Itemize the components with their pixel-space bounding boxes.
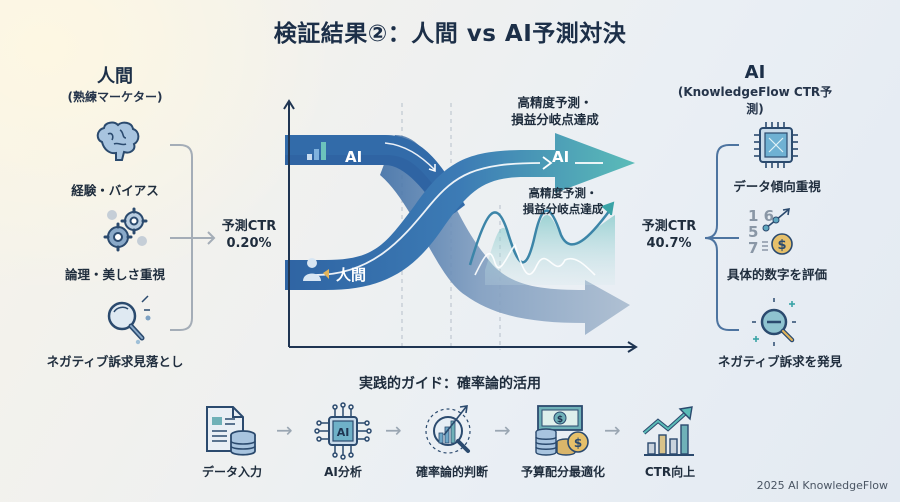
step-ai-analysis: AI分析 bbox=[324, 465, 362, 479]
flow-ai-end-label: AI bbox=[552, 148, 570, 166]
search-minus-icon bbox=[748, 296, 804, 354]
svg-text:$: $ bbox=[574, 436, 582, 450]
step-data-input: データ入力 bbox=[201, 465, 262, 479]
gears-icon bbox=[100, 207, 156, 259]
ai-ctr-value: 40.7% bbox=[646, 236, 692, 251]
ai-ctr: 予測CTR 40.7% bbox=[634, 218, 704, 252]
arrow-right-icon: → bbox=[494, 418, 511, 442]
page-title: 検証結果②：人間 vs AI予測対決 bbox=[273, 21, 627, 47]
money-coins-icon: $ $ bbox=[532, 404, 592, 462]
svg-text:$: $ bbox=[777, 238, 786, 253]
comparison-chart bbox=[283, 95, 655, 359]
ai-header: AI (KnowledgeFlow CTR予測) bbox=[670, 62, 840, 117]
human-bracket bbox=[168, 144, 218, 334]
human-subtitle: (熟練マーケター) bbox=[67, 90, 163, 104]
ai-bracket bbox=[697, 144, 747, 334]
human-title: 人間 bbox=[97, 66, 133, 87]
document-database-icon bbox=[203, 405, 259, 461]
growth-chart-icon bbox=[642, 405, 698, 461]
flow-ai-label: AI bbox=[345, 148, 363, 166]
brain-icon bbox=[92, 120, 142, 170]
svg-text:AI: AI bbox=[337, 426, 350, 439]
footer-credit: 2025 AI KnowledgeFlow bbox=[756, 479, 888, 492]
ai-factor-negative: ネガティブ訴求を発見 bbox=[717, 354, 843, 369]
ai-factor-numbers: 具体的数字を評価 bbox=[726, 267, 827, 282]
ai-title: AI bbox=[744, 62, 766, 83]
arrow-right-icon: → bbox=[385, 418, 402, 442]
svg-text:$: $ bbox=[557, 415, 563, 425]
human-ctr: 予測CTR 0.20% bbox=[214, 218, 284, 252]
ai-factor-data: データ傾向重視 bbox=[733, 179, 821, 194]
human-ctr-label: 予測CTR bbox=[221, 219, 277, 234]
human-factor-negative: ネガティブ訴求見落とし bbox=[46, 354, 184, 369]
human-factor-logic: 論理・美しさ重視 bbox=[64, 267, 165, 282]
chart-note-mid: 高精度予測・ 損益分岐点達成 bbox=[522, 186, 604, 216]
ai-subtitle: (KnowledgeFlow CTR予測) bbox=[677, 85, 833, 116]
magnifier-icon bbox=[102, 295, 158, 352]
human-ctr-value: 0.20% bbox=[226, 236, 272, 251]
human-factor-bias: 経験・バイアス bbox=[71, 183, 159, 198]
numbers-coin-icon: 1 6 5 7 $ bbox=[748, 208, 818, 258]
ai-chip-icon: AI bbox=[314, 402, 372, 463]
human-header: 人間 (熟練マーケター) bbox=[40, 62, 190, 105]
arrow-right-icon: → bbox=[276, 418, 293, 442]
probability-chart-icon bbox=[424, 403, 480, 463]
chip-icon bbox=[752, 120, 800, 174]
arrow-right-icon: → bbox=[604, 418, 621, 442]
chart-note-top: 高精度予測・ 損益分岐点達成 bbox=[511, 95, 599, 127]
step-probabilistic-judgment: 確率論的判断 bbox=[415, 465, 488, 479]
step-budget-optimization: 予算配分最適化 bbox=[520, 465, 605, 479]
flow-human-label: 人間 bbox=[336, 266, 367, 284]
guide-title: 実践的ガイド：確率論的活用 bbox=[359, 376, 541, 392]
step-ctr-improvement: CTR向上 bbox=[644, 465, 696, 479]
ai-ctr-label: 予測CTR bbox=[641, 219, 697, 234]
